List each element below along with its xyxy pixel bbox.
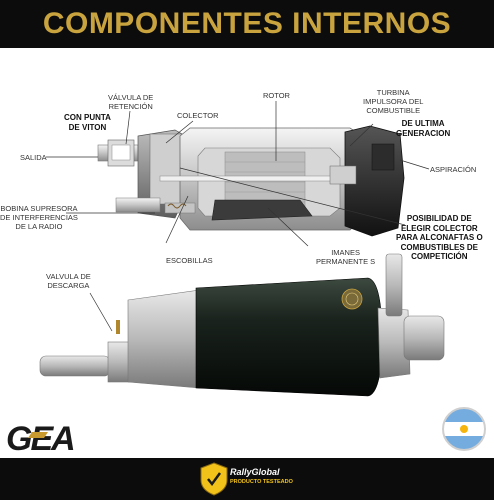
label-line: IMANES <box>331 248 360 257</box>
label-line: CON PUNTA <box>64 113 111 122</box>
label-line: BOBINA SUPRESORA <box>0 204 78 213</box>
label-turbina: TURBINA IMPULSORA DEL COMBUSTIBLE <box>363 88 423 115</box>
badge-name: RallyGlobal <box>230 467 280 477</box>
label-salida: SALIDA <box>20 153 47 162</box>
label-bobina: BOBINA SUPRESORA DE INTERFERENCIAS DE LA… <box>0 204 78 231</box>
rallyglobal-badge: RallyGlobal PRODUCTO TESTEADO <box>200 462 296 496</box>
label-posibilidad: POSIBILIDAD DE ELEGIR COLECTOR PARA ALCO… <box>396 214 483 262</box>
label-aspiracion: ASPIRACIÓN <box>430 165 477 174</box>
badge-subtitle: PRODUCTO TESTEADO <box>230 479 293 485</box>
label-line: PERMANENTE S <box>316 257 376 266</box>
label-line: RETENCIÓN <box>108 102 153 111</box>
cutaway-pump <box>97 125 405 237</box>
fuel-pump-diagram <box>39 101 486 451</box>
shield-icon <box>200 462 228 496</box>
gea-logo: GEA <box>6 420 76 456</box>
label-line: ELEGIR COLECTOR <box>400 223 478 233</box>
label-line: GENERACION <box>396 128 451 138</box>
label-colector: COLECTOR <box>177 111 219 120</box>
label-imanes: IMANES PERMANENTE S <box>316 248 375 266</box>
label-line: DE LA RADIO <box>15 222 63 231</box>
exterior-pump <box>39 253 445 397</box>
label-line: DE ULTIMA <box>401 119 445 128</box>
label-ultima-generacion: DE ULTIMA GENERACION <box>396 119 450 138</box>
label-valvula-descarga: VALVULA DE DESCARGA <box>46 272 91 290</box>
label-valvula-retencion: VÁLVULA DE RETENCIÓN <box>108 93 153 111</box>
label-line: VALVULA DE <box>46 272 91 281</box>
argentina-flag-icon <box>442 407 486 451</box>
label-escobillas: ESCOBILLAS <box>166 256 213 265</box>
header-bar: COMPONENTES INTERNOS <box>0 0 494 48</box>
label-line: DE VITON <box>68 122 107 132</box>
label-line: TURBINA <box>376 88 410 97</box>
page-title: COMPONENTES INTERNOS <box>42 7 452 40</box>
label-line: PARA ALCONAFTAS O <box>396 233 483 242</box>
leader-lines <box>46 101 430 332</box>
label-line: DESCARGA <box>47 281 90 290</box>
label-line: VÁLVULA DE <box>108 93 154 102</box>
label-line: DE INTERFERENCIAS <box>0 213 78 222</box>
label-rotor: ROTOR <box>263 91 290 100</box>
label-punta-viton: CON PUNTA DE VITON <box>64 113 111 132</box>
label-line: COMBUSTIBLES DE <box>400 242 478 252</box>
label-line: IMPULSORA DEL <box>363 97 424 106</box>
label-line: COMBUSTIBLE <box>366 106 421 115</box>
label-line: COMPETICIÓN <box>411 252 468 261</box>
footer-bar <box>0 458 494 500</box>
label-line: POSIBILIDAD DE <box>406 214 472 223</box>
